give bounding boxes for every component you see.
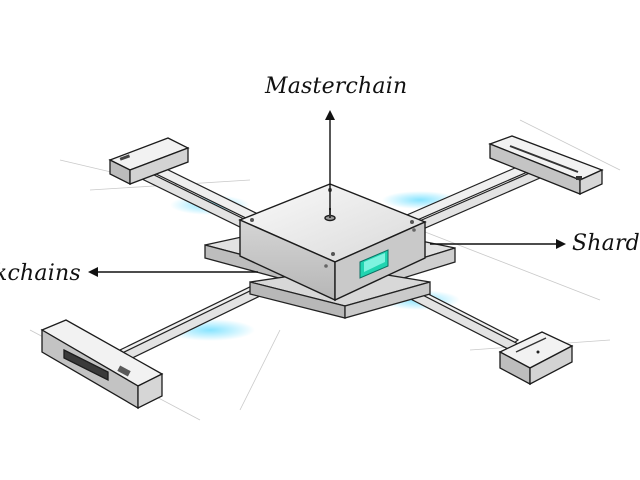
masterchain-arrowhead <box>325 110 335 120</box>
masterchain-hub <box>238 183 427 302</box>
annotation-arrows <box>88 110 566 277</box>
module-bottom-left <box>40 319 164 410</box>
workchains-arrowhead <box>88 267 98 277</box>
module-top-left <box>108 137 190 186</box>
shardchains-label: Shardc <box>572 231 640 256</box>
masterchain-label: Masterchain <box>265 74 408 99</box>
module-top-right <box>488 135 604 196</box>
shardchain-arrowhead <box>556 239 566 249</box>
workchains-label: kchains <box>0 261 81 286</box>
module-bottom-right <box>498 331 574 386</box>
